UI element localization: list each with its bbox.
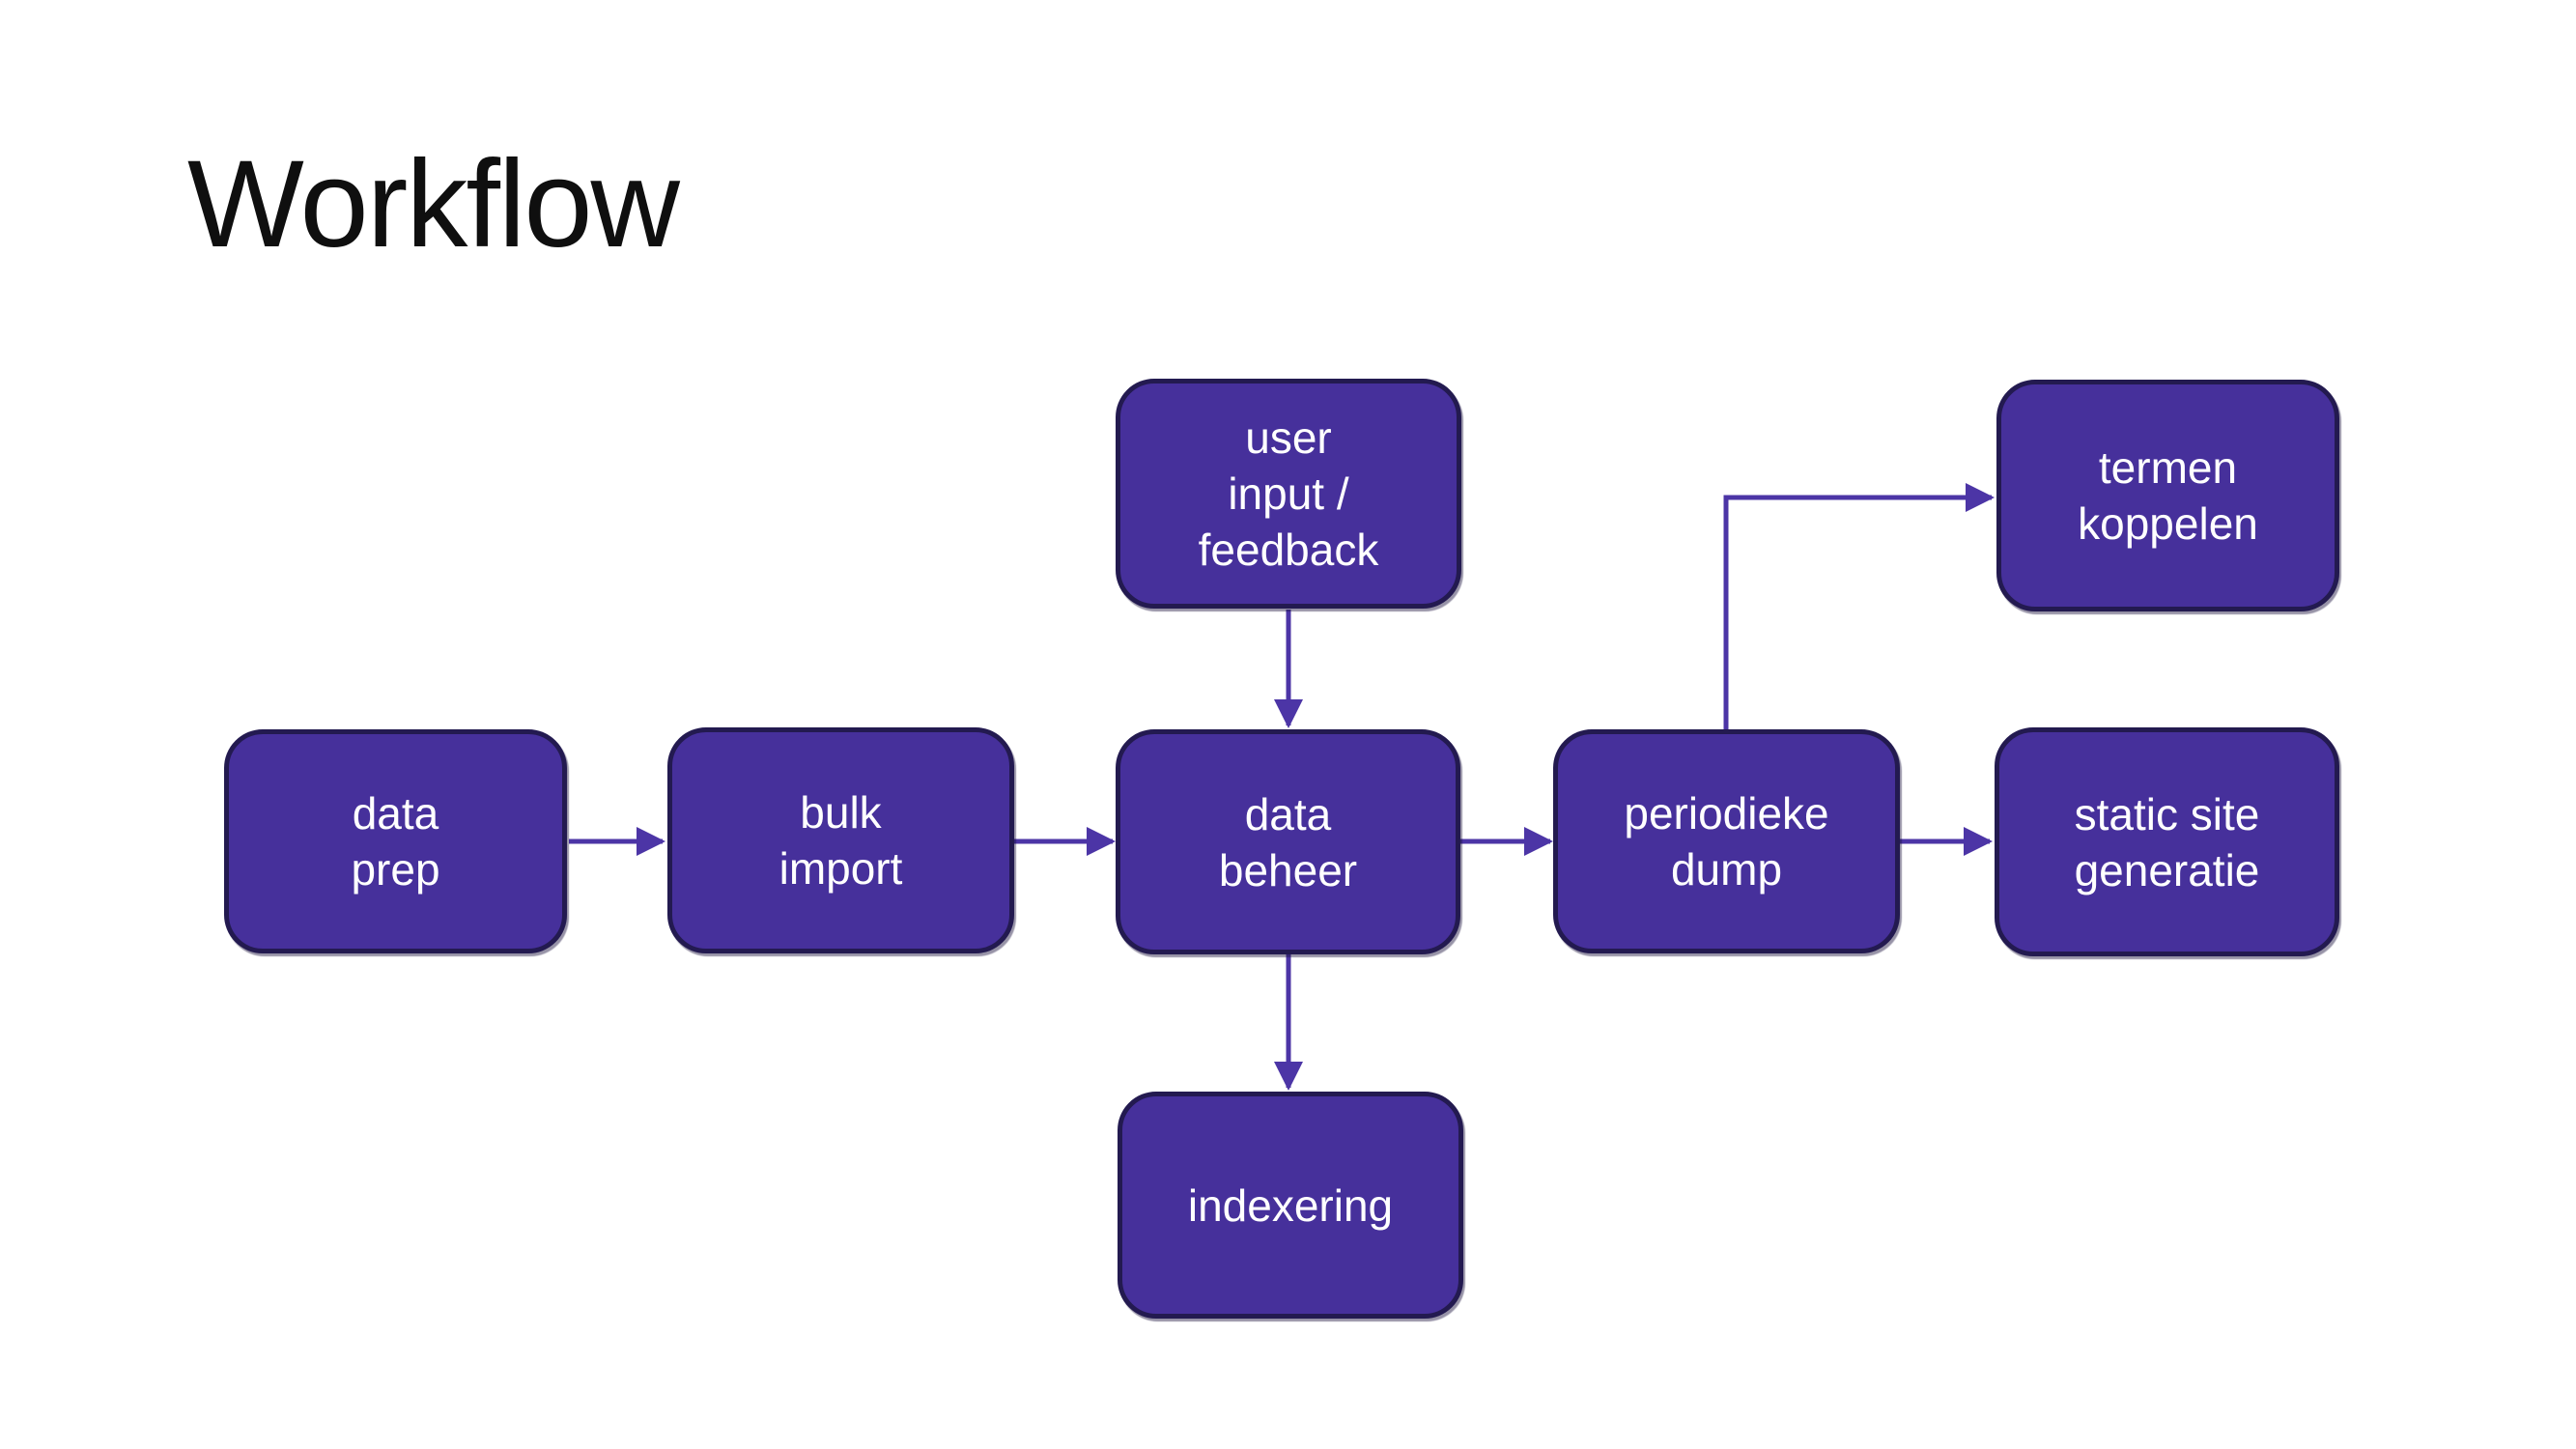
node-data-beheer: data beheer <box>1116 729 1460 954</box>
node-indexering-label: indexering <box>1187 1179 1394 1231</box>
page-title: Workflow <box>187 135 680 273</box>
node-bulk-import-label: bulk import <box>778 787 903 894</box>
node-periodieke-dump-label: periodieke dump <box>1624 788 1829 895</box>
node-indexering: indexering <box>1118 1092 1463 1319</box>
node-termen-koppelen: termen koppelen <box>1996 380 2339 611</box>
node-data-prep-label: data prep <box>351 788 440 895</box>
node-static-site-generatie: static site generatie <box>1995 727 2339 956</box>
node-static-site-generatie-label: static site generatie <box>2074 788 2260 895</box>
node-data-prep: data prep <box>224 729 567 953</box>
node-user-input-feedback: user input / feedback <box>1116 379 1461 609</box>
node-bulk-import: bulk import <box>667 727 1014 953</box>
node-data-beheer-label: data beheer <box>1218 788 1358 895</box>
node-termen-koppelen-label: termen koppelen <box>2078 442 2258 549</box>
node-user-input-feedback-label: user input / feedback <box>1198 412 1379 575</box>
node-periodieke-dump: periodieke dump <box>1553 729 1900 953</box>
edge-periodieke-dump-to-termen-koppelen <box>1723 483 1995 730</box>
